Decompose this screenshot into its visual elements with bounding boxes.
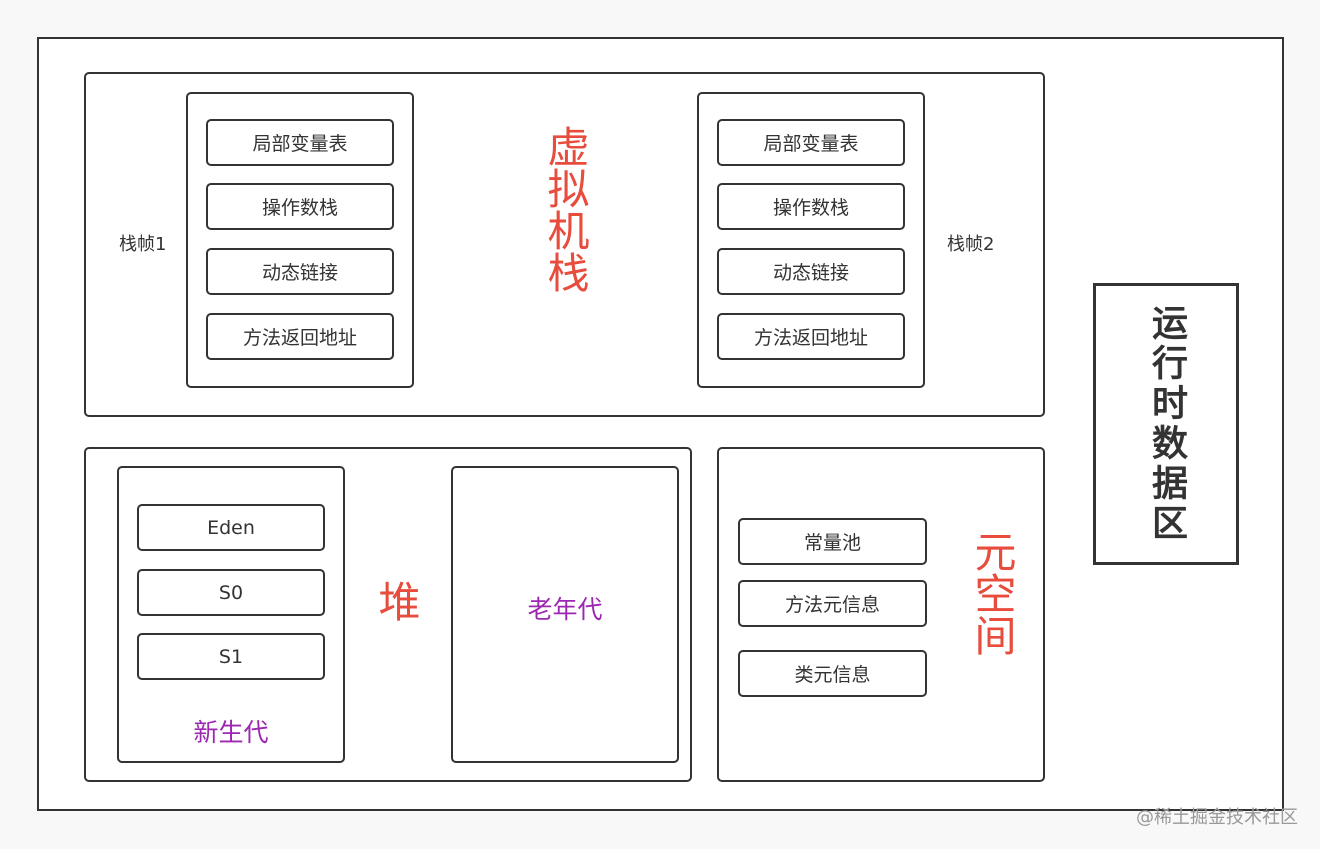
vm-stack-title: 虚拟机栈: [541, 125, 590, 293]
old-gen-box: [451, 466, 679, 763]
metaspace-title: 元空间: [968, 530, 1017, 656]
frame1-local-vars: 局部变量表: [206, 119, 394, 166]
frame2-operand-stack: 操作数栈: [717, 183, 905, 230]
frame2-local-vars: 局部变量表: [717, 119, 905, 166]
frame1-dynamic-linking: 动态链接: [206, 248, 394, 295]
class-metadata: 类元信息: [738, 650, 927, 697]
constant-pool: 常量池: [738, 518, 927, 565]
eden-space: Eden: [137, 504, 325, 551]
survivor-s0: S0: [137, 569, 325, 616]
frame2-return-address: 方法返回地址: [717, 313, 905, 360]
frame1-label: 栈帧1: [119, 234, 167, 255]
frame2-label: 栈帧2: [947, 234, 995, 255]
watermark: @稀土掘金技术社区: [1136, 807, 1298, 828]
runtime-area-label-box: 运行时数据区: [1093, 283, 1239, 565]
runtime-area-title: 运行时数据区: [1146, 304, 1187, 544]
survivor-s1: S1: [137, 633, 325, 680]
old-gen-label: 老年代: [527, 595, 603, 624]
frame1-operand-stack: 操作数栈: [206, 183, 394, 230]
frame2-dynamic-linking: 动态链接: [717, 248, 905, 295]
frame1-return-address: 方法返回地址: [206, 313, 394, 360]
heap-title: 堆: [372, 580, 421, 622]
method-metadata: 方法元信息: [738, 580, 927, 627]
young-gen-label: 新生代: [193, 718, 269, 747]
